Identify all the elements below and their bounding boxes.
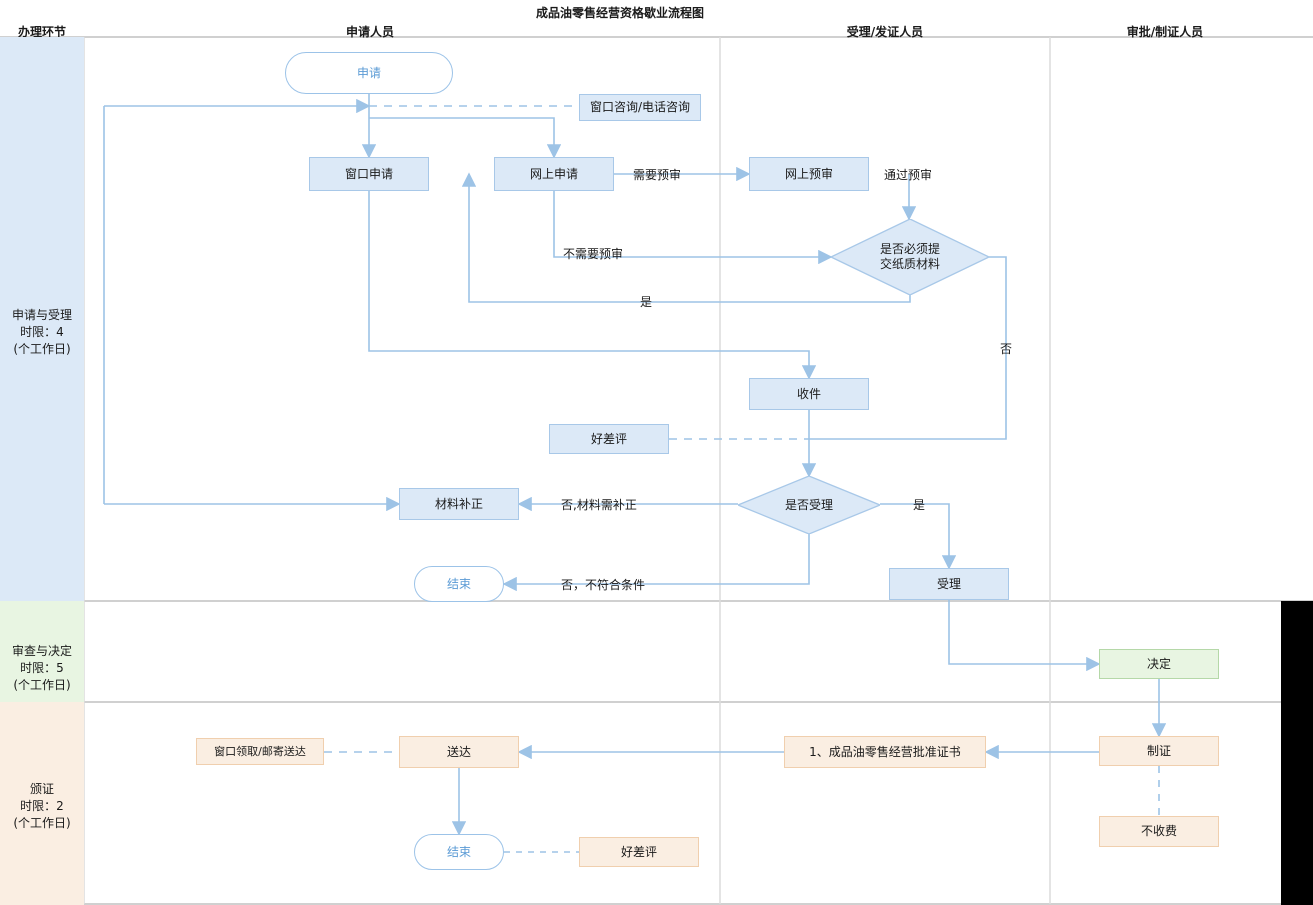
node-deliver[interactable]: 送达 (399, 736, 519, 768)
node-online-apply[interactable]: 网上申请 (494, 157, 614, 191)
lane-fill-issue (0, 702, 84, 905)
edge-label-no-prereview: 不需要预审 (563, 247, 624, 261)
node-end-1[interactable]: 结束 (414, 566, 504, 602)
lane-fill-apply (0, 37, 84, 601)
lane-label-review-line1: 审查与决定 (11, 644, 72, 658)
node-decision[interactable]: 决定 (1099, 649, 1219, 679)
diamond-shape (831, 219, 989, 295)
lane-label-issue-line1: 颁证 (29, 782, 54, 796)
edge-label-yes-paper: 是 (640, 295, 653, 309)
column-header-approver: 审批/制证人员 (1126, 25, 1204, 39)
node-cert-doc[interactable]: 1、成品油零售经营批准证书 (784, 736, 986, 768)
lane-label-apply-line2: 时限：4 (20, 325, 64, 339)
node-accept-decision-text: 是否受理 (784, 497, 833, 512)
node-rating-1[interactable]: 好差评 (549, 424, 669, 454)
node-no-fee[interactable]: 不收费 (1099, 816, 1219, 847)
edge-label-need-prereview: 需要预审 (633, 168, 682, 182)
node-need-paper-line1: 是否必须提 (879, 242, 940, 256)
node-pickup-mail[interactable]: 窗口领取/邮寄送达 (196, 738, 324, 765)
node-accepted[interactable]: 受理 (889, 568, 1009, 600)
node-window-consult[interactable]: 窗口咨询/电话咨询 (579, 94, 701, 121)
lane-label-apply-line3: (个工作日) (13, 342, 71, 356)
node-need-paper-text: 是否必须提 交纸质材料 (880, 242, 940, 272)
chart-title: 成品油零售经营资格歇业流程图 (536, 6, 705, 20)
column-dividers (83, 37, 1051, 904)
lane-label-apply-line1: 申请与受理 (11, 308, 72, 322)
lane-label-apply: 申请与受理 时限：4 (个工作日) (0, 307, 84, 358)
lane-label-review-line2: 时限：5 (20, 661, 64, 675)
node-rating-2[interactable]: 好差评 (579, 837, 699, 867)
edge-label-material-fix: 否,材料需补正 (561, 498, 637, 512)
diamond-shape (738, 476, 880, 534)
node-need-paper-line2: 交纸质材料 (879, 257, 940, 271)
node-make-cert[interactable]: 制证 (1099, 736, 1219, 766)
node-receive[interactable]: 收件 (749, 378, 869, 410)
node-online-prereview[interactable]: 网上预审 (749, 157, 869, 191)
node-accept-decision[interactable]: 是否受理 (738, 476, 880, 534)
node-need-paper-decision[interactable]: 是否必须提 交纸质材料 (831, 219, 989, 295)
edge-label-yes-accept: 是 (913, 498, 926, 512)
node-window-apply[interactable]: 窗口申请 (309, 157, 429, 191)
column-header-applicant: 申请人员 (345, 25, 394, 39)
node-end-2[interactable]: 结束 (414, 834, 504, 870)
edge-label-not-qualified: 否，不符合条件 (561, 578, 646, 592)
node-material-fix[interactable]: 材料补正 (399, 488, 519, 520)
lane-label-review: 审查与决定 时限：5 (个工作日) (0, 643, 84, 694)
lane-label-issue-line2: 时限：2 (20, 799, 64, 813)
edge-label-no-paper: 否 (1000, 342, 1013, 356)
column-header-acceptor: 受理/发证人员 (846, 25, 924, 39)
connector-paths (103, 94, 1167, 853)
column-header-handling: 办理环节 (17, 25, 66, 39)
lane-label-review-line3: (个工作日) (13, 678, 71, 692)
lane-label-issue-line3: (个工作日) (13, 816, 71, 830)
lane-fill-review (0, 601, 84, 702)
right-edge-black-bar (1281, 601, 1313, 905)
lane-dividers (0, 36, 1313, 905)
node-apply-start[interactable]: 申请 (285, 52, 453, 94)
edge-label-passed-prereview: 通过预审 (884, 168, 933, 182)
lane-label-issue: 颁证 时限：2 (个工作日) (0, 781, 84, 832)
